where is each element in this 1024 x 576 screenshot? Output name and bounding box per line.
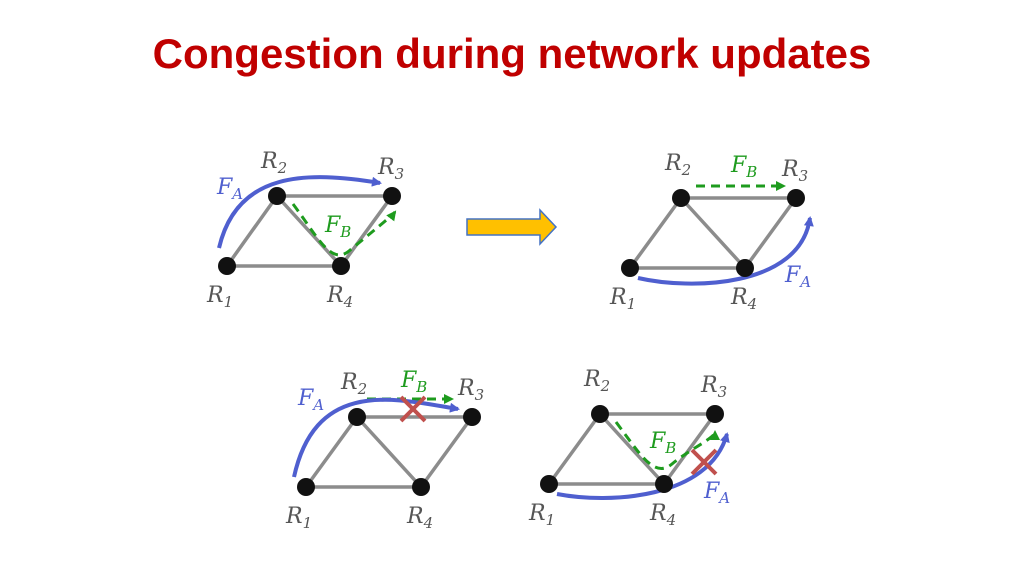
router-label-r4: R4 [406,504,433,532]
router-node-r1 [218,257,236,275]
router-label-r3: R3 [457,376,484,404]
link-r1-r2 [547,412,602,486]
flow-label-fb: FB [324,213,351,241]
router-node-r3 [706,405,724,423]
router-label-r1: R1 [285,504,312,532]
router-node-r3 [463,408,481,426]
link-r4-r3 [743,196,798,270]
router-label-r2: R2 [583,367,610,395]
flow-label-fa: FA [297,386,324,414]
router-label-r4: R4 [649,501,676,529]
flow-b-path [614,421,720,470]
router-node-r4 [655,475,673,493]
router-label-r4: R4 [730,285,757,313]
router-label-r2: R2 [664,151,691,179]
router-node-r4 [332,257,350,275]
link-r1-r2 [225,194,279,268]
router-node-r1 [297,478,315,496]
router-node-r3 [383,187,401,205]
link-r2-r4 [355,415,423,489]
link-r1-r2 [628,196,683,270]
router-node-r2 [672,189,690,207]
flow-label-fb: FB [730,153,757,181]
link-r2-r4 [275,194,343,268]
flow-label-fa: FA [703,479,730,507]
flow-label-fb: FB [400,368,427,396]
router-label-r1: R1 [609,285,636,313]
transition-arrow-icon [466,208,558,246]
flow-a-path [637,216,814,286]
link-r2-r4 [598,412,666,486]
router-node-r2 [348,408,366,426]
router-node-r3 [787,189,805,207]
congestion-cross-icon [690,448,718,476]
router-label-r3: R3 [700,373,727,401]
router-node-r1 [621,259,639,277]
link-r1-r2 [304,415,359,489]
link-r4-r3 [339,194,394,268]
link-r4-r3 [419,415,474,489]
router-node-r4 [412,478,430,496]
flow-label-fa: FA [784,263,811,291]
flow-b-path [291,203,397,257]
router-node-r2 [591,405,609,423]
congestion-cross-icon [399,395,427,423]
router-label-r4: R4 [326,283,353,311]
router-node-r2 [268,187,286,205]
router-label-r1: R1 [528,501,555,529]
link-r4-r3 [662,412,717,486]
router-label-r3: R3 [377,155,404,183]
router-label-r2: R2 [340,370,367,398]
flow-a-path [292,397,460,478]
flow-a-path [556,432,730,500]
router-label-r1: R1 [206,283,233,311]
link-r2-r4 [679,196,747,270]
router-label-r2: R2 [260,149,287,177]
flow-label-fb: FB [649,429,676,457]
slide-title: Congestion during network updates [152,30,872,77]
router-label-r3: R3 [781,157,808,185]
router-node-r4 [736,259,754,277]
flow-a-path [217,175,382,249]
flow-label-fa: FA [216,175,243,203]
router-node-r1 [540,475,558,493]
